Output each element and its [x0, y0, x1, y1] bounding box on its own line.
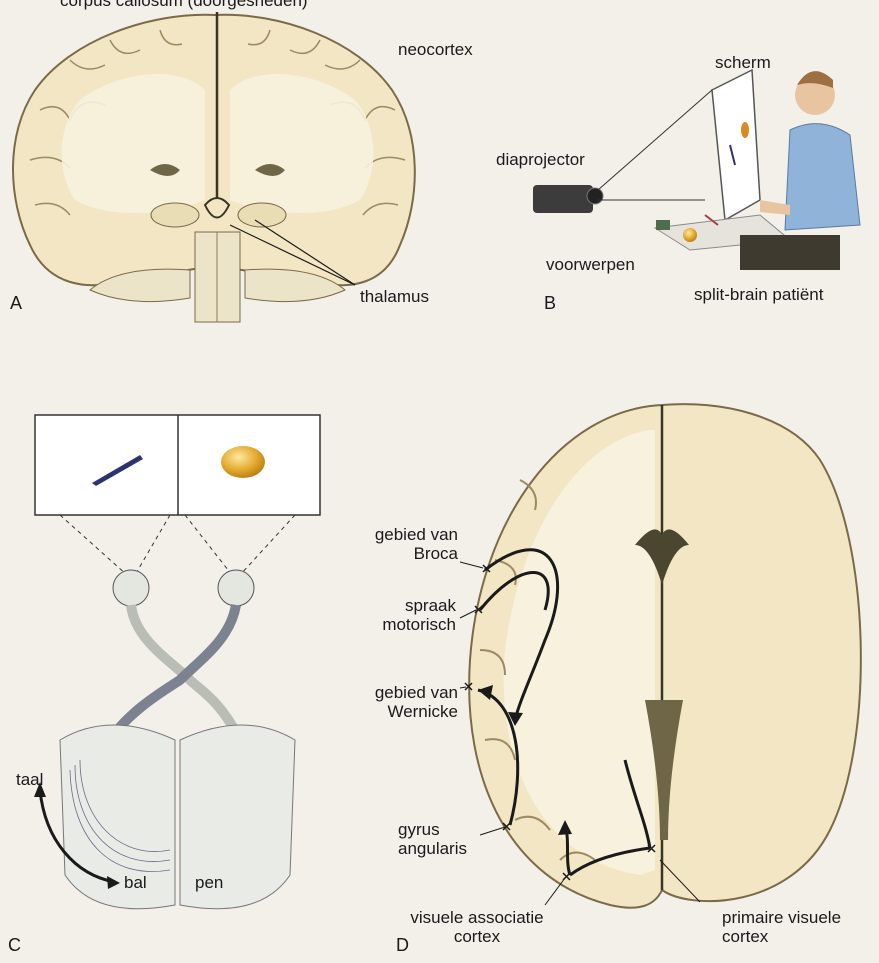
label-primvis-line2: cortex	[722, 927, 841, 946]
label-primaire-visuele: primaire visuele cortex	[722, 908, 841, 946]
label-primvis-line1: primaire visuele	[722, 908, 841, 927]
label-gyrus-line2: angularis	[398, 839, 467, 858]
panel-label-a: A	[10, 293, 22, 314]
visual-pathway-diagram	[34, 415, 320, 909]
label-voorwerpen: voorwerpen	[546, 255, 635, 274]
panel-label-d: D	[396, 935, 409, 956]
label-taal: taal	[16, 770, 43, 789]
panel-label-b: B	[544, 293, 556, 314]
label-scherm: scherm	[715, 53, 771, 72]
label-corpus-callosum: corpus callosum (doorgesneden)	[60, 0, 308, 10]
label-visuele-associatie: visuele associatie cortex	[388, 908, 566, 946]
label-spraak-motorisch: spraak motorisch	[348, 596, 456, 634]
label-visassoc-line2: cortex	[388, 927, 566, 946]
label-neocortex: neocortex	[398, 40, 473, 59]
split-brain-setup	[533, 70, 860, 270]
label-gyrus-line1: gyrus	[398, 820, 467, 839]
label-visassoc-line1: visuele associatie	[388, 908, 566, 927]
label-thalamus: thalamus	[360, 287, 429, 306]
coronal-brain-section	[13, 12, 415, 322]
label-bal: bal	[124, 873, 147, 892]
label-broca-line1: gebied van	[348, 525, 458, 544]
label-patient: split-brain patiënt	[694, 285, 823, 304]
label-gyrus-angularis: gyrus angularis	[398, 820, 467, 858]
label-broca: gebied van Broca	[348, 525, 458, 563]
horizontal-brain-section	[460, 404, 861, 908]
label-wernicke-line1: gebied van	[340, 683, 458, 702]
label-spraak-line2: motorisch	[348, 615, 456, 634]
label-spraak-line1: spraak	[348, 596, 456, 615]
label-wernicke-line2: Wernicke	[340, 702, 458, 721]
label-diaprojector: diaprojector	[496, 150, 585, 169]
label-pen: pen	[195, 873, 223, 892]
panel-label-c: C	[8, 935, 21, 956]
label-broca-line2: Broca	[348, 544, 458, 563]
label-wernicke: gebied van Wernicke	[340, 683, 458, 721]
